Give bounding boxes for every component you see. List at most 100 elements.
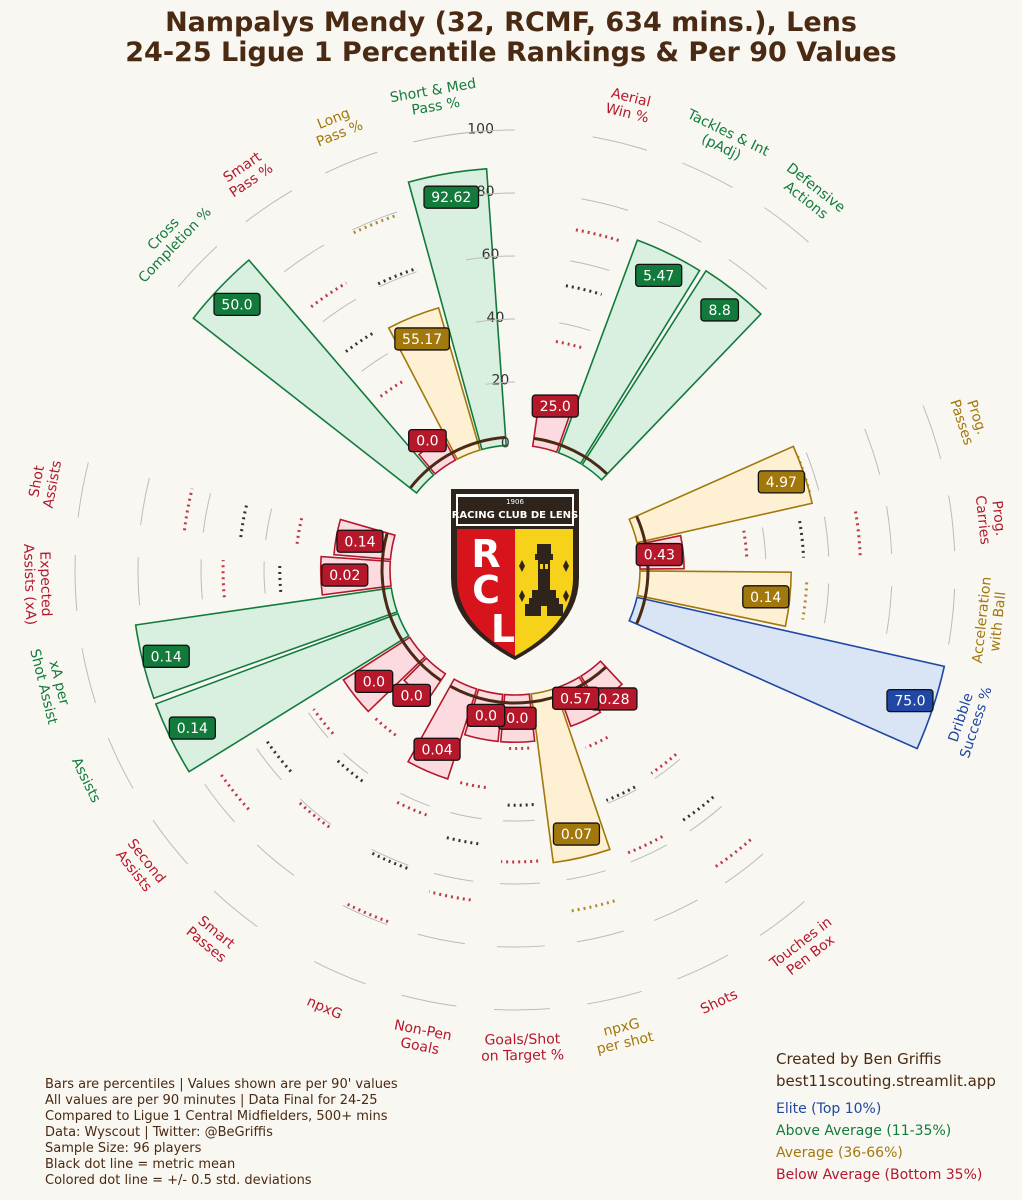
- mean-line: [605, 785, 636, 802]
- metric-label: ExpectedAssists (xA): [20, 543, 54, 625]
- group-brackets: [380, 435, 650, 705]
- mean-line: [503, 803, 534, 807]
- guide-arc: [313, 961, 366, 985]
- tick-arc: [446, 129, 516, 136]
- guide-arc: [948, 495, 956, 552]
- percentile-bar: [407, 167, 508, 451]
- value-label: 5.47: [643, 268, 674, 284]
- value-badge: [742, 585, 790, 609]
- guide-arc: [566, 870, 606, 881]
- guide-arc: [493, 1008, 550, 1011]
- guide-arc: [450, 812, 482, 820]
- group-bracket: [409, 435, 506, 489]
- note-line: Colored dot line = +/- 0.5 std. deviatio…: [45, 1173, 312, 1188]
- guide-arc: [864, 428, 881, 475]
- std-dev-line: [571, 899, 616, 913]
- mean-line: [239, 502, 249, 538]
- value-badge: [408, 429, 447, 453]
- guide-arc: [400, 792, 430, 807]
- guide-arc: [823, 583, 830, 624]
- value-badge: [354, 669, 394, 694]
- percentile-bar: [530, 687, 611, 864]
- guide-arc: [581, 198, 629, 211]
- std-dev-line: [353, 213, 399, 235]
- note-line: Data: Wyscout | Twitter: @BeGriffis: [45, 1125, 273, 1140]
- value-label: 0.43: [644, 548, 675, 564]
- metric-label: DribbleSuccess %: [942, 680, 996, 760]
- metric-label: Non-PenGoals: [390, 1017, 454, 1060]
- std-dev-line: [506, 746, 530, 751]
- mean-line: [565, 284, 603, 296]
- guide-arc: [677, 954, 729, 980]
- radial-tick-label: 80: [477, 184, 495, 200]
- value-badge: [466, 703, 506, 728]
- percentile-bar: [581, 269, 763, 481]
- value-badge: [423, 185, 480, 209]
- tick-arc: [465, 255, 516, 261]
- value-badge: [531, 394, 579, 418]
- value-label: 0.0: [363, 674, 385, 690]
- note-line: Compared to Ligue 1 Central Midfielders,…: [45, 1109, 388, 1124]
- value-label: 75.0: [894, 694, 925, 710]
- std-dev-line: [428, 890, 471, 902]
- mean-line: [682, 795, 715, 822]
- metric-label: AerialWin %: [604, 85, 654, 127]
- std-dev-line: [500, 859, 539, 864]
- group-bracket: [533, 436, 608, 475]
- value-label: 92.62: [431, 190, 471, 206]
- guide-arc: [689, 806, 722, 832]
- guide-arc: [322, 298, 357, 323]
- metric-label: npxGper shot: [591, 1013, 655, 1057]
- value-label: 0.14: [750, 590, 781, 606]
- guide-arc: [263, 561, 266, 594]
- crest-letter-l: L: [491, 607, 515, 651]
- metric-label: CrossCompletion %: [124, 193, 215, 286]
- guide-arc: [759, 900, 805, 936]
- guide-arc: [204, 784, 235, 823]
- std-dev-line: [626, 835, 664, 855]
- metric-label: DefensiveActions: [773, 160, 848, 228]
- legend-item-above-average: Above Average (11-35%): [776, 1123, 952, 1139]
- guide-arc: [724, 853, 764, 884]
- guide-arc: [325, 151, 378, 174]
- note-line: Sample Size: 96 players: [45, 1141, 202, 1156]
- value-badge: [213, 292, 261, 317]
- std-dev-line: [854, 511, 862, 556]
- guide-arc: [283, 244, 325, 273]
- value-badge: [168, 716, 216, 740]
- guide-arc: [265, 508, 273, 541]
- guide-arc: [587, 990, 642, 1005]
- guide-arc: [948, 588, 956, 645]
- guide-arc: [764, 207, 809, 243]
- metric-label: ShotAssists: [25, 456, 65, 509]
- note-line: Black dot line = metric mean: [45, 1157, 236, 1172]
- chart-title-line-2: 24-25 Ligue 1 Percentile Rankings & Per …: [125, 37, 897, 68]
- std-dev-line: [457, 780, 486, 790]
- value-label: 0.14: [151, 649, 182, 665]
- value-badge: [552, 822, 601, 846]
- std-dev-line: [713, 838, 752, 869]
- value-badge: [413, 737, 461, 761]
- percentile-bar: [154, 612, 410, 773]
- metric-label: SmartPass %: [218, 147, 276, 201]
- mean-line: [344, 330, 376, 353]
- guide-arc: [256, 844, 295, 876]
- guide-arc: [299, 798, 332, 825]
- value-badge: [635, 263, 683, 288]
- group-bracket: [380, 532, 442, 682]
- guide-arc: [886, 586, 893, 634]
- value-label: 0.28: [598, 692, 629, 708]
- radial-tick-label: 60: [482, 247, 500, 263]
- metric-label: Short & MedPass %: [389, 76, 480, 122]
- percentile-bar: [628, 596, 946, 750]
- value-badge: [321, 563, 369, 587]
- metric-label: Assists: [68, 755, 104, 805]
- legend-item-average: Average (36-66%): [776, 1145, 903, 1161]
- note-line: All values are per 90 minutes | Data Fin…: [45, 1093, 378, 1108]
- value-label: 0.0: [506, 711, 528, 727]
- mean-line: [265, 740, 292, 773]
- crest-year: 1906: [506, 498, 524, 506]
- metric-label: Tackles & Int(pAdj): [677, 106, 772, 174]
- guide-arc: [761, 527, 767, 560]
